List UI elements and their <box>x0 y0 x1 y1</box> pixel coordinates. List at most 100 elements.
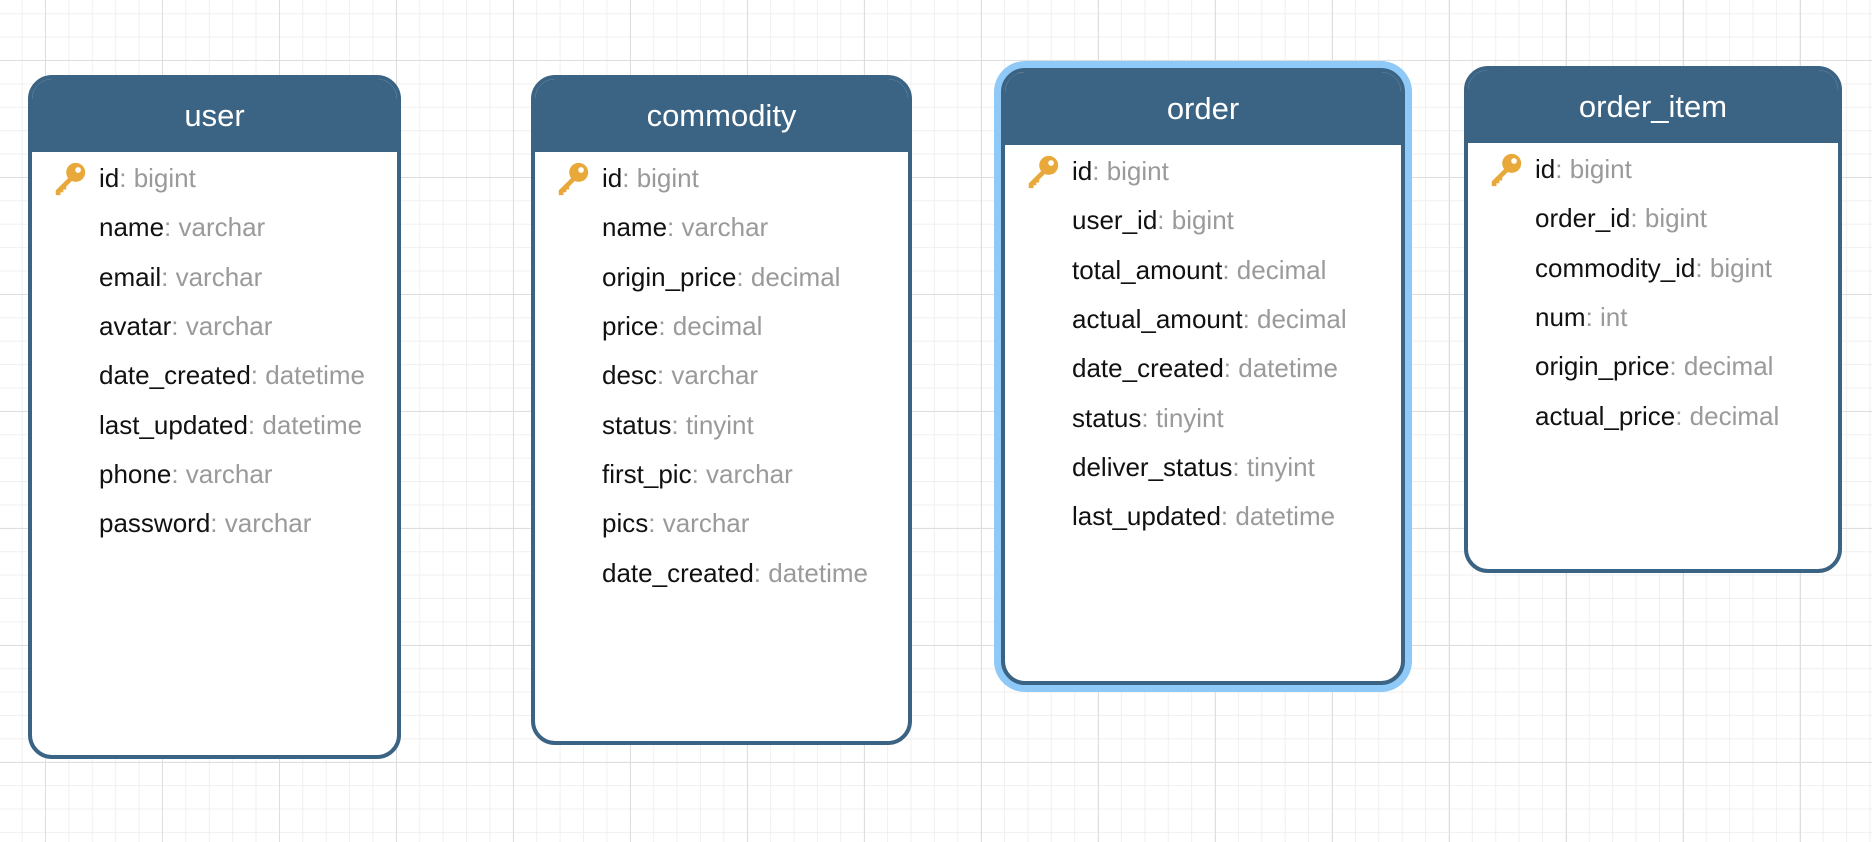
field-type: : bigint <box>622 163 699 194</box>
field-row[interactable]: password: varchar <box>32 499 397 548</box>
field-name: price <box>602 311 659 342</box>
field-name: status <box>1072 402 1142 433</box>
primary-key-icon <box>1024 153 1062 191</box>
field-type: : bigint <box>1157 205 1234 236</box>
field-type: : bigint <box>1555 154 1632 185</box>
field-type: : bigint <box>1092 156 1169 187</box>
field-row[interactable]: id: bigint <box>32 154 397 203</box>
primary-key-icon <box>51 160 89 198</box>
field-name: name <box>602 212 668 243</box>
field-type: : varchar <box>171 311 273 342</box>
field-row[interactable]: status: tinyint <box>1005 393 1401 442</box>
table-header[interactable]: order_item <box>1468 70 1838 143</box>
field-name: first_pic <box>602 458 692 489</box>
field-row[interactable]: date_created: datetime <box>32 351 397 400</box>
field-row[interactable]: id: bigint <box>1005 147 1401 196</box>
field-type: : varchar <box>161 261 263 292</box>
field-row[interactable]: order_id: bigint <box>1468 194 1838 243</box>
primary-key-icon <box>1487 151 1525 189</box>
field-type: : datetime <box>1220 501 1336 532</box>
field-row[interactable]: date_created: datetime <box>535 548 908 597</box>
field-name: date_created <box>99 360 251 391</box>
field-name: order_id <box>1535 203 1631 234</box>
field-name: email <box>99 261 162 292</box>
field-type: : tinyint <box>671 409 754 440</box>
field-name: total_amount <box>1072 254 1223 285</box>
field-name: id <box>99 163 120 194</box>
field-name: deliver_status <box>1072 451 1233 482</box>
table-header[interactable]: user <box>32 79 397 152</box>
field-row[interactable]: origin_price: decimal <box>535 253 908 302</box>
field-row[interactable]: phone: varchar <box>32 450 397 499</box>
field-type: : bigint <box>119 163 196 194</box>
field-name: date_created <box>1072 353 1224 384</box>
field-type: : varchar <box>210 508 312 539</box>
field-type: : varchar <box>691 458 793 489</box>
field-name: phone <box>99 458 172 489</box>
field-row[interactable]: id: bigint <box>1468 145 1838 194</box>
field-row[interactable]: name: varchar <box>535 203 908 252</box>
field-name: actual_amount <box>1072 304 1243 335</box>
field-row[interactable]: last_updated: datetime <box>32 400 397 449</box>
field-row[interactable]: last_updated: datetime <box>1005 492 1401 541</box>
field-type: : bigint <box>1630 203 1708 234</box>
field-type: : datetime <box>247 409 363 440</box>
field-type: : decimal <box>736 261 841 292</box>
field-name: date_created <box>602 557 754 588</box>
field-type: : decimal <box>1242 304 1347 335</box>
field-name: last_updated <box>1072 501 1221 532</box>
field-type: : tinyint <box>1232 451 1315 482</box>
field-row[interactable]: first_pic: varchar <box>535 450 908 499</box>
field-type: : int <box>1585 302 1628 333</box>
field-row[interactable]: actual_price: decimal <box>1468 391 1838 440</box>
field-row[interactable]: total_amount: decimal <box>1005 246 1401 295</box>
field-row[interactable]: email: varchar <box>32 253 397 302</box>
field-name: origin_price <box>1535 351 1670 382</box>
field-name: id <box>1072 156 1093 187</box>
field-row[interactable]: actual_amount: decimal <box>1005 295 1401 344</box>
field-name: commodity_id <box>1535 252 1696 283</box>
field-type: : decimal <box>1222 254 1327 285</box>
field-name: avatar <box>99 311 172 342</box>
field-row[interactable]: pics: varchar <box>535 499 908 548</box>
field-type: : datetime <box>1223 353 1338 384</box>
field-type: : decimal <box>658 311 763 342</box>
field-row[interactable]: origin_price: decimal <box>1468 342 1838 391</box>
field-row[interactable]: id: bigint <box>535 154 908 203</box>
field-name: id <box>602 163 623 194</box>
field-name: user_id <box>1072 205 1158 236</box>
field-type: : varchar <box>164 212 266 243</box>
field-name: origin_price <box>602 261 737 292</box>
field-row[interactable]: deliver_status: tinyint <box>1005 443 1401 492</box>
field-row[interactable]: name: varchar <box>32 203 397 252</box>
field-type: : datetime <box>250 360 365 391</box>
field-row[interactable]: desc: varchar <box>535 351 908 400</box>
field-type: : datetime <box>753 557 868 588</box>
field-row[interactable]: num: int <box>1468 293 1838 342</box>
primary-key-icon <box>554 160 592 198</box>
field-row[interactable]: status: tinyint <box>535 400 908 449</box>
field-name: id <box>1535 154 1556 185</box>
field-name: desc <box>602 360 657 391</box>
field-row[interactable]: user_id: bigint <box>1005 196 1401 245</box>
field-name: name <box>99 212 165 243</box>
table-header[interactable]: commodity <box>535 79 908 152</box>
field-type: : decimal <box>1669 351 1774 382</box>
field-row[interactable]: price: decimal <box>535 302 908 351</box>
table-header[interactable]: order <box>1005 72 1401 145</box>
field-name: password <box>99 508 211 539</box>
field-type: : bigint <box>1695 252 1773 283</box>
field-type: : varchar <box>656 360 759 391</box>
field-row[interactable]: commodity_id: bigint <box>1468 244 1838 293</box>
field-row[interactable]: date_created: datetime <box>1005 344 1401 393</box>
field-name: last_updated <box>99 409 248 440</box>
field-type: : varchar <box>667 212 769 243</box>
field-row[interactable]: avatar: varchar <box>32 302 397 351</box>
